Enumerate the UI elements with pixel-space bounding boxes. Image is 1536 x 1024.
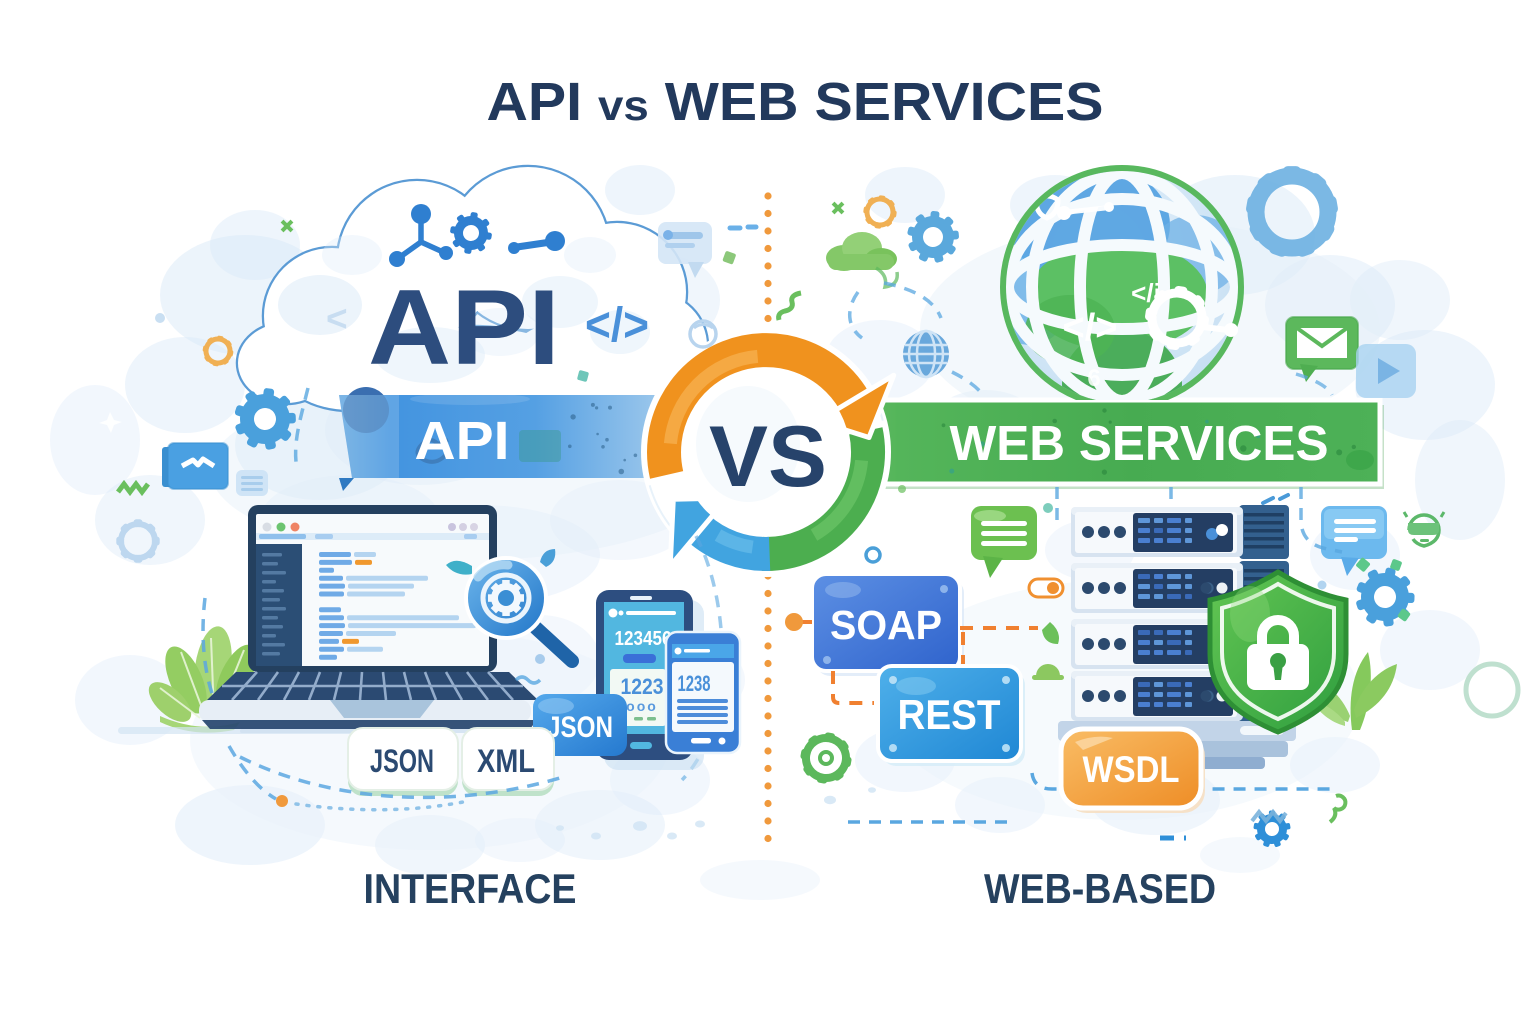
svg-text:ooo: ooo [626, 698, 658, 714]
svg-text:API: API [368, 267, 560, 387]
svg-text:WSDL: WSDL [1083, 749, 1180, 790]
svg-text:SOAP: SOAP [830, 602, 942, 648]
svg-text:WEB SERVICES: WEB SERVICES [950, 417, 1329, 471]
svg-text:INTERFACE: INTERFACE [364, 865, 577, 912]
svg-text:WEB-BASED: WEB-BASED [984, 865, 1216, 912]
svg-text:XML: XML [477, 743, 535, 779]
svg-text:<: < [326, 298, 348, 339]
svg-text:JSON: JSON [547, 711, 613, 744]
svg-text:VS: VS [709, 409, 827, 505]
svg-text:API: API [415, 411, 510, 471]
svg-text:1223: 1223 [621, 674, 664, 699]
svg-text:123456: 123456 [615, 628, 672, 650]
svg-text:</>: </> [1063, 307, 1118, 349]
svg-text:REST: REST [898, 691, 1001, 738]
svg-text:JSON: JSON [370, 743, 434, 779]
svg-text:6: 6 [1087, 365, 1100, 392]
svg-text:API vs WEB SERVICES: API vs WEB SERVICES [487, 72, 1104, 132]
svg-text:1238: 1238 [678, 671, 711, 696]
svg-text:</>: </> [585, 299, 649, 352]
